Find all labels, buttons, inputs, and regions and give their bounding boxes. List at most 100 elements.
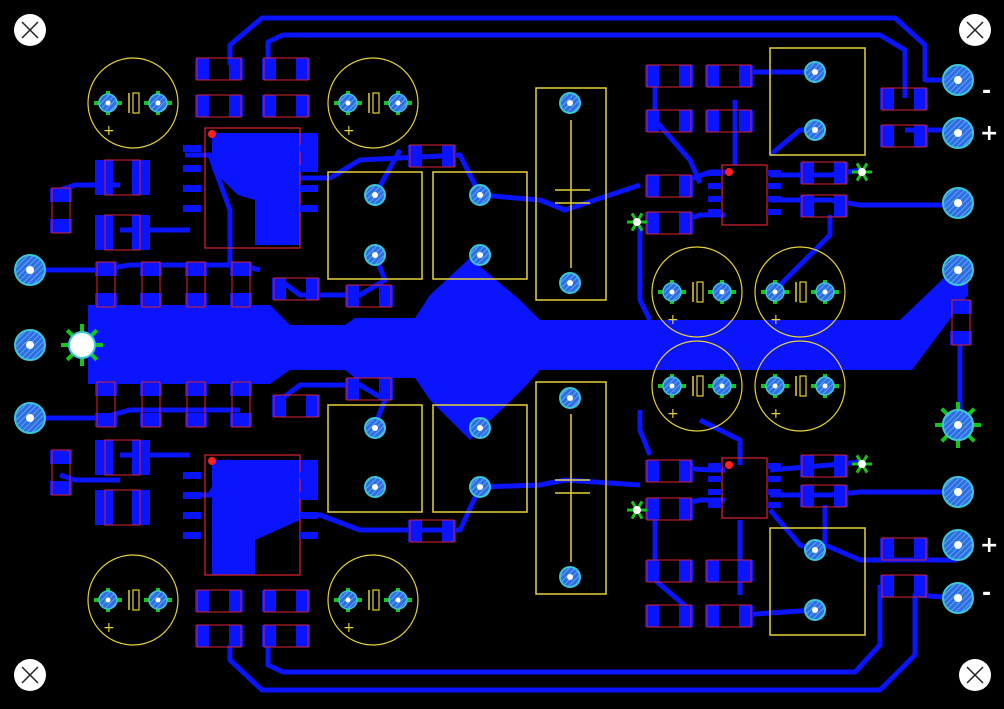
smd-resistor: [880, 537, 928, 561]
opamp-pin: [708, 476, 722, 482]
smd-capacitor: [95, 489, 150, 526]
ic-pin: [300, 205, 318, 212]
ic-pin: [183, 145, 201, 152]
smd-components: [50, 57, 972, 648]
smd-resistor: [880, 124, 928, 148]
opamp-pin: [708, 196, 722, 202]
smd-resistor: [705, 559, 753, 583]
mounting-holes: [14, 14, 991, 691]
through-hole-pads: [14, 61, 981, 621]
smd-resistor: [272, 394, 320, 418]
smd-resistor: [262, 94, 310, 118]
through-hole-pad: [364, 244, 386, 266]
through-hole-pad: [469, 476, 491, 498]
electrolytic-capacitor: +: [651, 340, 743, 432]
thermal-pad: [61, 324, 103, 366]
smd-resistor: [645, 64, 693, 88]
ic-pin: [300, 145, 318, 152]
ic-pin: [183, 165, 201, 172]
smd-resistor: [645, 459, 693, 483]
smd-resistor-vertical: [95, 261, 117, 308]
smd-resistor: [880, 574, 928, 598]
through-hole-pad: [804, 61, 826, 83]
smd-resistor: [645, 559, 693, 583]
through-hole-pad: [942, 476, 974, 508]
smd-resistor: [262, 57, 310, 81]
smd-resistor-vertical: [185, 381, 207, 428]
via: [852, 454, 872, 474]
through-hole-pad: [14, 402, 46, 434]
mounting-hole: [14, 659, 46, 691]
through-hole-pad: [14, 254, 46, 286]
smd-capacitor: [95, 159, 150, 196]
cap-polarity-mark: +: [103, 123, 115, 139]
opamp-pin: [767, 489, 781, 495]
smd-resistor-vertical: [50, 449, 72, 496]
cap-polarity-mark: +: [343, 620, 355, 636]
smd-resistor: [408, 144, 456, 168]
ic-pin: [183, 472, 201, 479]
through-hole-pad: [469, 417, 491, 439]
smd-resistor-vertical: [50, 187, 72, 234]
opamp-pin: [767, 170, 781, 176]
through-hole-pad: [804, 539, 826, 561]
cap-polarity-mark: +: [667, 312, 679, 328]
smd-resistor: [645, 604, 693, 628]
smd-resistor: [800, 454, 848, 478]
cap-polarity-mark: +: [343, 123, 355, 139]
ic-pin: [300, 492, 318, 499]
smd-capacitor: [95, 214, 150, 251]
smd-resistor: [645, 109, 693, 133]
through-hole-pad: [364, 476, 386, 498]
ic-pins: [183, 145, 781, 539]
through-hole-pad: [942, 582, 974, 614]
smd-resistor: [195, 94, 243, 118]
smd-resistor: [195, 589, 243, 613]
electrolytic-capacitor: +: [651, 246, 743, 338]
smd-resistor-vertical: [95, 381, 117, 428]
opamp-pin: [708, 489, 722, 495]
opamp-pin: [767, 196, 781, 202]
through-hole-pad: [804, 599, 826, 621]
ic-pin: [300, 472, 318, 479]
silkscreen: [327, 47, 866, 636]
smd-resistor-vertical: [185, 261, 207, 308]
label-bottom-plus: +: [980, 533, 998, 558]
smd-resistor: [408, 519, 456, 543]
label-top-minus: -: [982, 79, 991, 104]
through-hole-pad: [14, 329, 46, 361]
ic-pin: [183, 205, 201, 212]
cap-polarity-mark: +: [770, 312, 782, 328]
smd-resistor: [345, 284, 393, 308]
opamp-pin: [708, 209, 722, 215]
smd-resistor: [645, 174, 693, 198]
smd-resistor-vertical: [140, 261, 162, 308]
smd-resistor: [880, 87, 928, 111]
ic-pin: [183, 532, 201, 539]
opamp-pin: [767, 183, 781, 189]
electrolytic-capacitors: + + + + + + + +: [87, 57, 846, 646]
electrolytic-capacitor: +: [754, 246, 846, 338]
smd-resistor: [705, 109, 753, 133]
smd-resistor: [195, 624, 243, 648]
opamp-pin: [767, 476, 781, 482]
smd-resistor: [800, 484, 848, 508]
label-bottom-minus: -: [982, 581, 991, 606]
smd-resistor: [262, 624, 310, 648]
electrolytic-capacitor: +: [327, 57, 419, 149]
ic-pin: [300, 512, 318, 519]
cap-polarity-mark: +: [770, 406, 782, 422]
smd-resistor: [645, 211, 693, 235]
ic-pin: [300, 165, 318, 172]
through-hole-pad: [942, 187, 974, 219]
through-hole-pad: [469, 184, 491, 206]
through-hole-pad: [559, 566, 581, 588]
opamp-pin: [708, 183, 722, 189]
cap-polarity-mark: +: [667, 406, 679, 422]
ic-pin: [183, 185, 201, 192]
cap-polarity-mark: +: [103, 620, 115, 636]
electrolytic-capacitor: +: [87, 57, 179, 149]
smd-resistor: [705, 64, 753, 88]
ic-pin: [300, 185, 318, 192]
